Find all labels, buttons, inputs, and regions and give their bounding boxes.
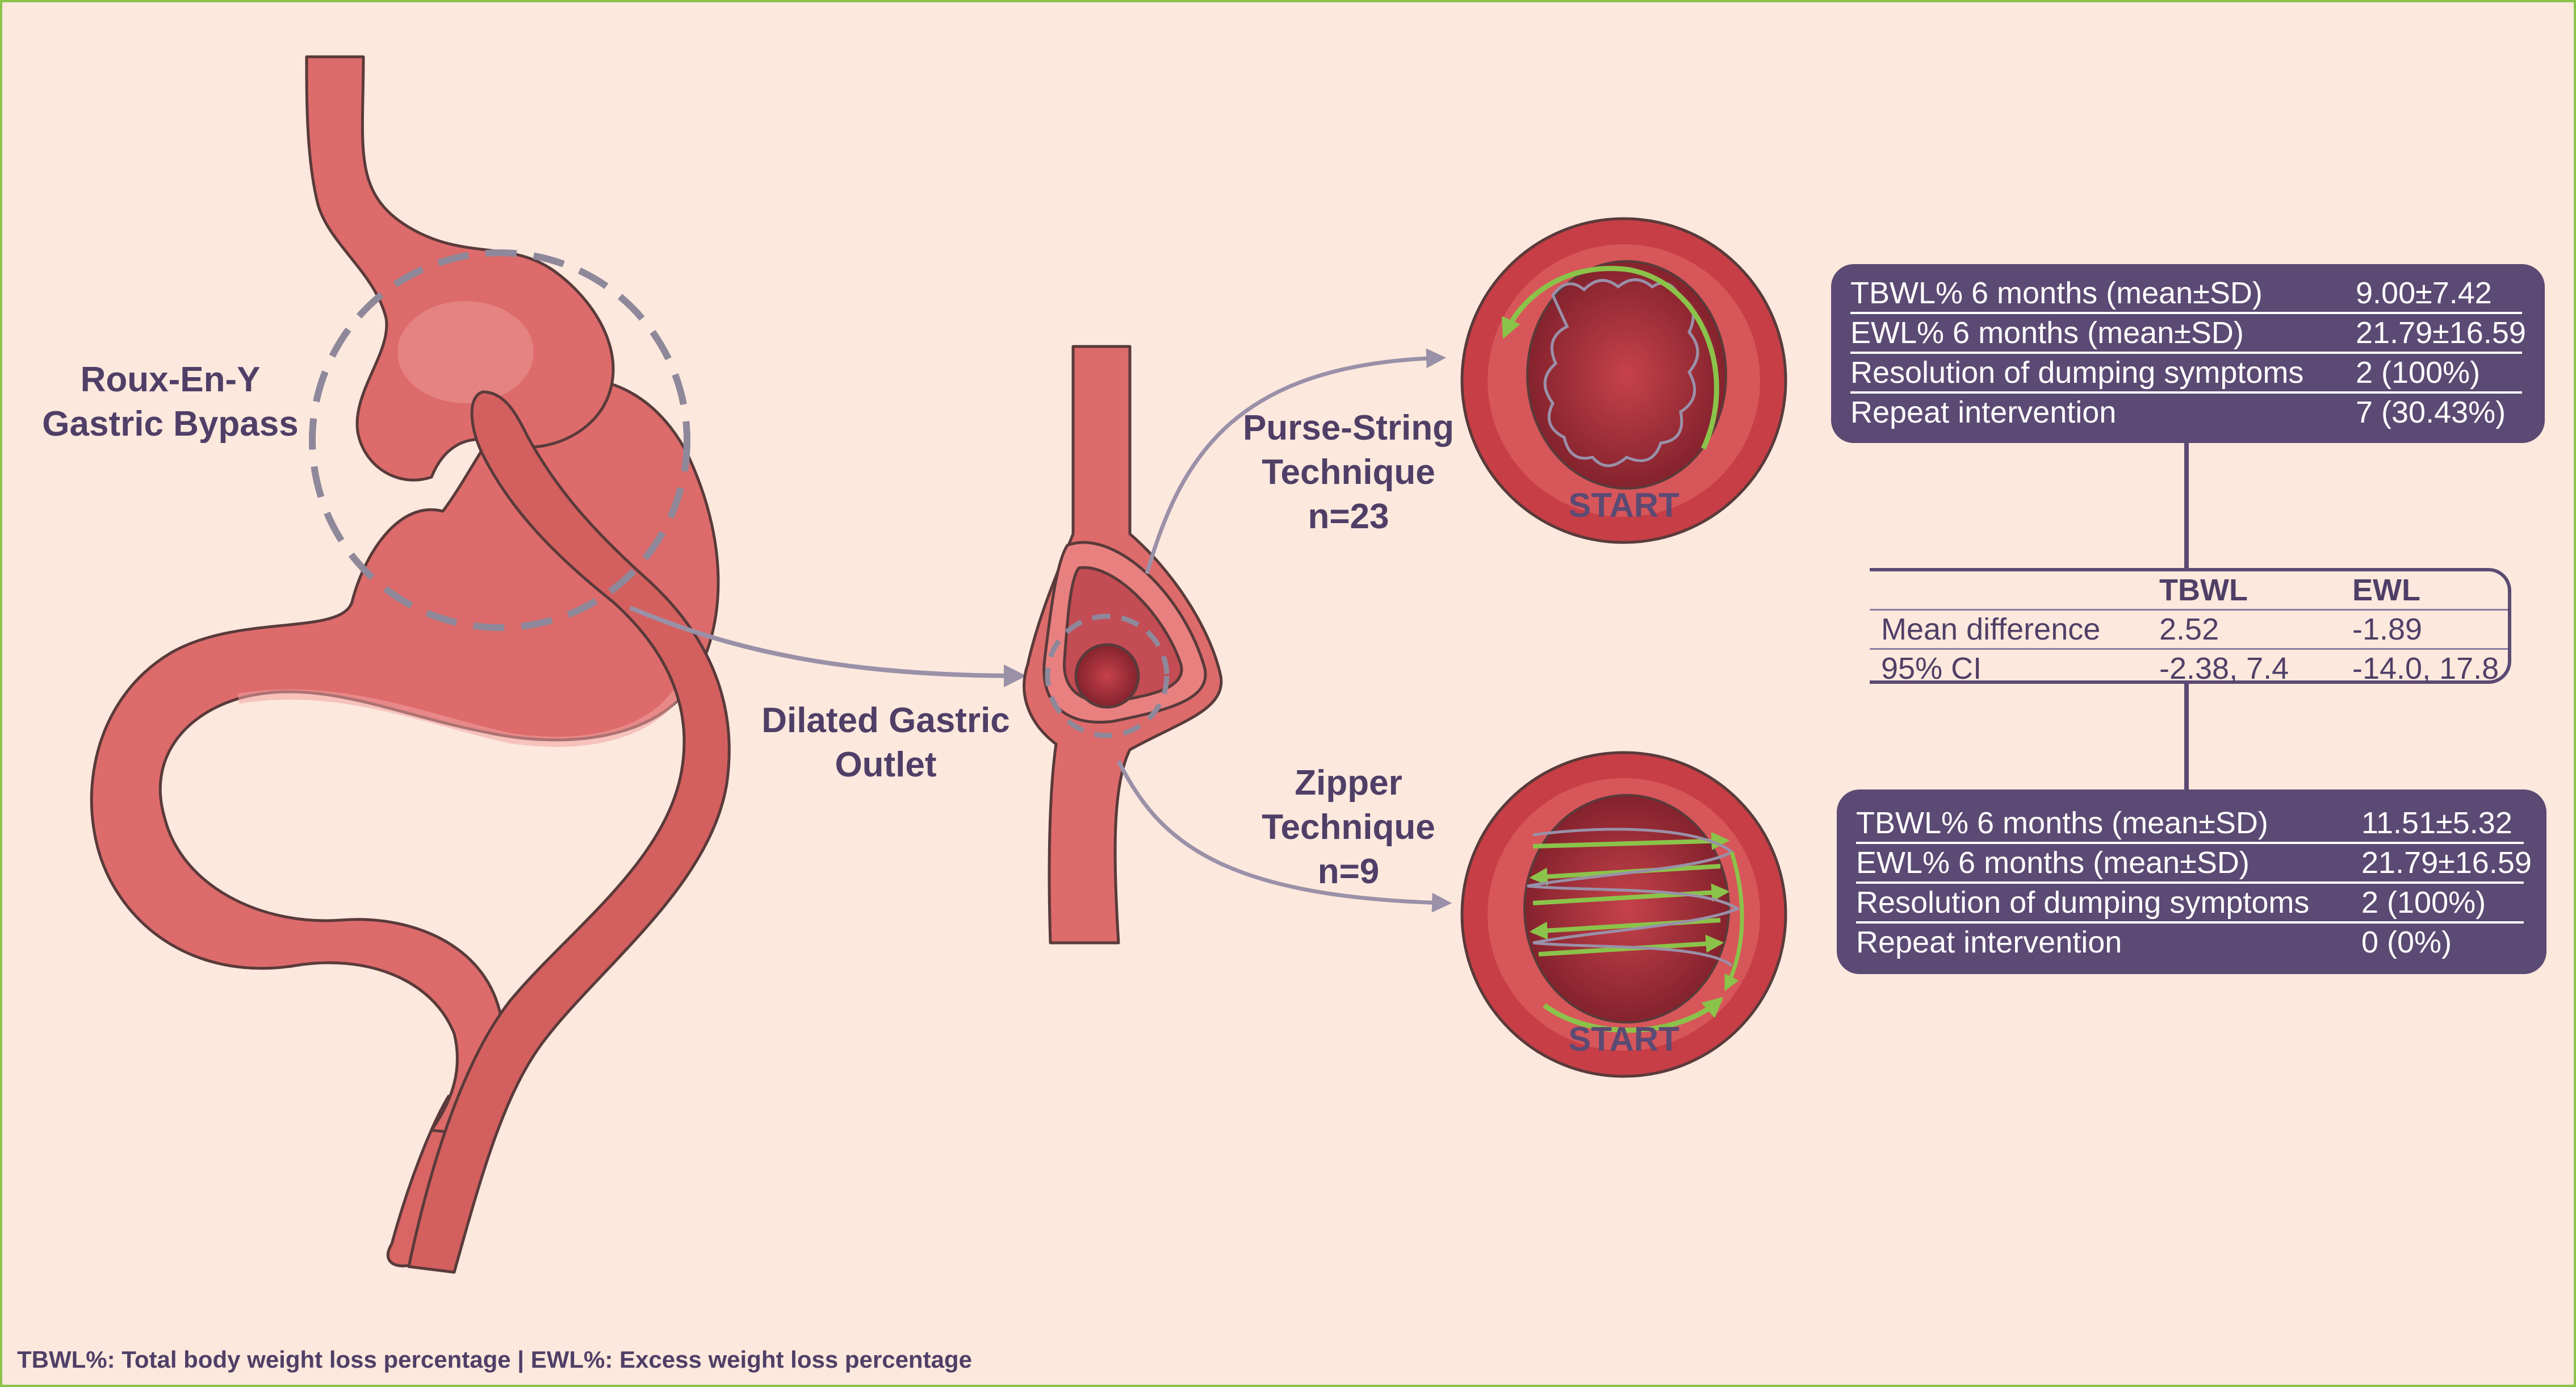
zipper-suture-arrow [1543,997,1724,1033]
roux-limb [407,390,731,1274]
arrow-to-purse [1145,348,1446,574]
zipper-start-label: START [1568,1020,1679,1058]
gastric-pouch [305,55,615,482]
comparison-table: TBWL EWL Mean difference 2.52 -1.89 95% … [1870,568,2511,686]
table-row: 95% CI -2.38, 7.4 -14.0, 17.8 [1881,651,2499,686]
purse-suture-arrow [1501,266,1719,450]
purse-results-box: TBWL% 6 months (mean±SD)9.00±7.42 EWL% 6… [1831,264,2545,443]
table-row: TBWL% 6 months (mean±SD)11.51±5.32 [1856,804,2524,844]
purse-start-label: START [1568,486,1679,524]
table-row: EWL% 6 months (mean±SD)21.79±16.59 [1850,314,2526,354]
zipper-view [1460,751,1787,1078]
outlet-label: Dilated Gastric Outlet [761,701,1010,784]
remnant-stomach [90,378,720,1138]
table-row: EWL% 6 months (mean±SD)21.79±16.59 [1856,844,2532,884]
purse-technique-label: Purse-String Technique n=23 [1242,408,1455,536]
footnote: TBWL%: Total body weight loss percentage… [17,1346,972,1373]
table-row: TBWL% 6 months (mean±SD)9.00±7.42 [1850,274,2522,314]
zipper-results-box: TBWL% 6 months (mean±SD)11.51±5.32 EWL% … [1837,789,2546,974]
table-header-row: TBWL EWL [1870,571,2508,611]
arrow-to-outlet [629,605,1027,687]
zipper-technique-label: Zipper Technique n=9 [1262,763,1435,891]
procedure-label: Roux-En-Y Gastric Bypass [42,360,299,444]
arrow-to-zipper [1116,760,1452,913]
focus-circle [309,249,690,631]
bypass-anatomy [90,55,731,1274]
table-row: Mean difference 2.52 -1.89 [1870,611,2508,650]
outlet-stoma [1074,643,1140,709]
purse-string-view [1460,217,1787,544]
